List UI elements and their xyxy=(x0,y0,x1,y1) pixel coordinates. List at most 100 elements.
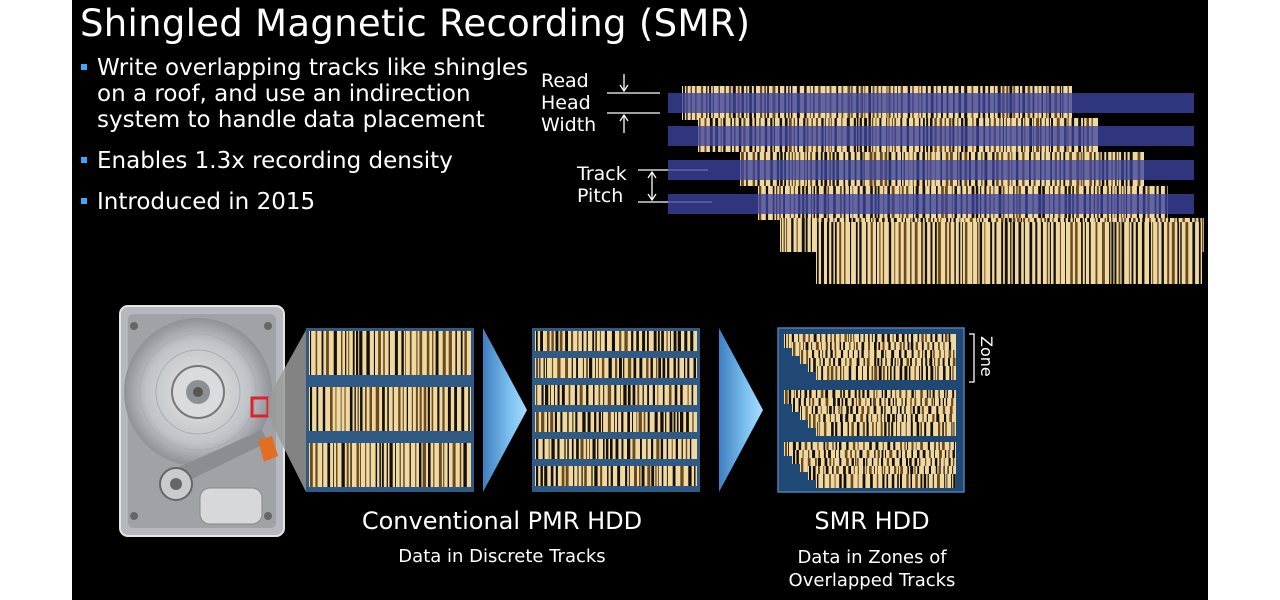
magnetic-bit xyxy=(792,442,796,456)
magnetic-bit xyxy=(651,466,655,486)
magnetic-bit xyxy=(866,390,870,404)
magnetic-bit xyxy=(666,331,668,351)
magnetic-bit xyxy=(633,358,637,378)
magnetic-bit xyxy=(1157,222,1159,284)
magnetic-bit xyxy=(653,331,657,351)
magnetic-bit xyxy=(586,385,589,405)
magnetic-bit xyxy=(922,350,924,364)
magnetic-bit xyxy=(882,442,884,456)
magnetic-bit xyxy=(884,422,887,436)
magnetic-bit xyxy=(658,358,661,378)
magnetic-bit xyxy=(788,390,792,404)
magnetic-bit xyxy=(617,412,619,432)
magnetic-bit xyxy=(840,350,844,364)
magnetic-bit xyxy=(850,406,853,420)
magnetic-bit xyxy=(621,412,624,432)
magnetic-bit xyxy=(951,422,953,436)
magnetic-bit xyxy=(953,442,955,456)
magnetic-bit xyxy=(863,442,865,456)
magnetic-bit xyxy=(938,442,940,456)
magnetic-bit xyxy=(813,334,817,348)
magnetic-bit xyxy=(627,358,632,378)
magnetic-bit xyxy=(894,222,896,284)
magnetic-bit xyxy=(345,331,347,375)
magnetic-bit xyxy=(905,450,907,464)
magnetic-bit xyxy=(812,466,816,480)
magnetic-bit xyxy=(433,443,435,487)
magnetic-bit xyxy=(852,350,854,364)
magnetic-bit xyxy=(415,443,417,487)
magnetic-bit xyxy=(691,385,694,405)
magnetic-bit xyxy=(873,390,875,404)
magnetic-bit xyxy=(540,466,543,486)
magnetic-bit xyxy=(942,422,944,436)
magnetic-bit xyxy=(817,458,821,472)
pmr-dense-tracks-panel xyxy=(532,328,700,492)
magnetic-bit xyxy=(603,385,605,405)
magnetic-bit xyxy=(838,406,840,420)
magnetic-bit xyxy=(896,422,897,436)
magnetic-bit xyxy=(576,358,578,378)
magnetic-bit xyxy=(327,443,331,487)
magnetic-bit xyxy=(781,218,782,252)
magnetic-bit xyxy=(857,458,859,472)
magnetic-bit xyxy=(1152,222,1154,284)
magnetic-bit xyxy=(904,406,906,420)
shingled-tracks-diagram xyxy=(682,86,1204,284)
magnetic-bit xyxy=(447,443,449,487)
magnetic-bit xyxy=(634,466,637,486)
magnetic-bit xyxy=(900,358,903,372)
magnetic-bit xyxy=(921,406,924,420)
magnetic-bit xyxy=(801,218,805,252)
magnetic-bit xyxy=(582,412,586,432)
magnetic-bit xyxy=(405,331,406,375)
magnetic-bit xyxy=(856,358,860,372)
magnetic-bit xyxy=(647,385,649,405)
magnetic-bit xyxy=(598,385,601,405)
magnetic-bit xyxy=(821,366,824,380)
smr-illustration xyxy=(119,74,1204,537)
magnetic-bit xyxy=(887,366,889,380)
magnetic-bit xyxy=(891,350,895,364)
magnetic-bit xyxy=(921,358,923,372)
magnetic-bit xyxy=(850,450,852,464)
magnetic-bit xyxy=(927,342,930,356)
magnetic-bit xyxy=(352,331,355,375)
magnetic-bit xyxy=(381,443,384,487)
track-strip xyxy=(816,474,956,488)
magnetic-bit xyxy=(315,443,318,487)
magnetic-bit xyxy=(818,414,821,428)
pmr-title: Conventional PMR HDD xyxy=(361,507,643,535)
magnetic-bit xyxy=(885,350,887,364)
magnetic-bit xyxy=(557,385,560,405)
smr-subtitle-line: Data in Zones of xyxy=(797,547,947,568)
bullet-item: Enables 1.3x recording density xyxy=(80,148,540,174)
magnetic-bit xyxy=(871,458,874,472)
magnetic-bit xyxy=(392,387,394,431)
magnetic-bit xyxy=(684,358,686,378)
magnetic-bit xyxy=(656,358,658,378)
magnetic-bit xyxy=(639,358,643,378)
magnetic-bit xyxy=(943,342,945,356)
magnetic-bit xyxy=(948,334,951,348)
read-label: Read xyxy=(541,70,589,92)
magnetic-bit xyxy=(899,390,902,404)
magnetic-bit xyxy=(812,450,816,464)
magnetic-bit xyxy=(866,450,870,464)
magnetic-bit xyxy=(310,387,313,431)
magnetic-bit xyxy=(820,406,822,420)
magnetic-bit xyxy=(647,331,649,351)
magnetic-bit xyxy=(800,390,802,404)
magnetic-bit xyxy=(932,414,935,428)
magnetic-bit xyxy=(862,366,863,380)
magnetic-bit xyxy=(550,466,554,486)
magnetic-bit xyxy=(935,466,938,480)
magnetic-bit xyxy=(809,466,811,480)
magnetic-bit xyxy=(581,331,584,351)
magnetic-bit xyxy=(459,443,462,487)
magnetic-bit xyxy=(907,334,909,348)
magnetic-bit xyxy=(942,398,944,412)
magnetic-bit xyxy=(565,358,568,378)
magnetic-bit xyxy=(888,398,891,412)
magnetic-bit xyxy=(666,466,668,486)
